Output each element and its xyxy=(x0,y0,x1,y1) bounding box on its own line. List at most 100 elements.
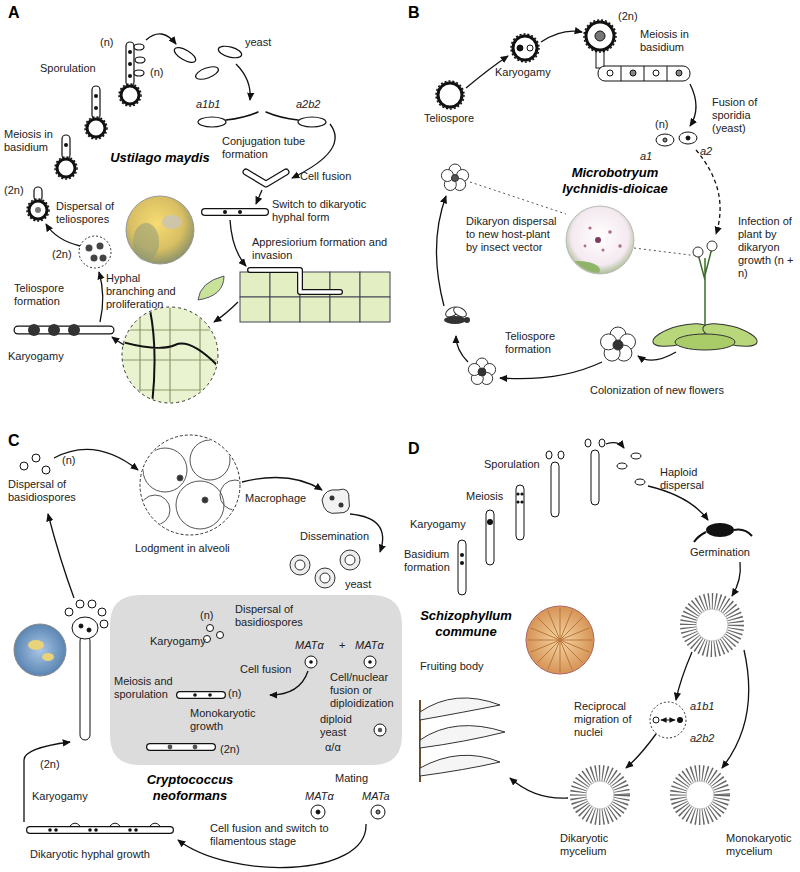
band-drawing xyxy=(374,724,386,736)
cycle-arrow xyxy=(256,190,262,204)
yeast-cell xyxy=(194,64,220,82)
nucleus xyxy=(128,62,132,66)
dikaryotic-hypha xyxy=(48,828,52,832)
mating-cell xyxy=(311,805,325,819)
nucleus xyxy=(94,94,98,98)
nucleus xyxy=(520,492,523,495)
cycle-arrow xyxy=(230,220,246,266)
mycelium-colony xyxy=(586,781,614,809)
cycle-arrow xyxy=(292,124,335,178)
infected-tissue-inset xyxy=(122,310,218,405)
teliospore xyxy=(29,201,47,219)
cycle-arrow xyxy=(46,224,80,246)
stage-label: (n) xyxy=(150,66,163,79)
photo-cryptococcus xyxy=(28,640,44,650)
basidiospore xyxy=(42,466,50,474)
band-drawing xyxy=(207,625,214,632)
basidium xyxy=(486,510,494,565)
plant-cells xyxy=(270,297,300,322)
capsulated-yeast xyxy=(345,555,355,565)
fruiting-body xyxy=(420,698,500,720)
hypha xyxy=(246,172,286,184)
band-drawing xyxy=(180,691,222,699)
stage-label: Hyphal branching and proliferation xyxy=(106,272,190,311)
alveoli-inset xyxy=(140,435,250,535)
cycle-arrow xyxy=(146,34,176,44)
teliospore xyxy=(517,45,523,51)
band-drawing xyxy=(193,693,197,697)
stage-label: Dikaryon dispersal to new host-plant by … xyxy=(466,215,558,254)
host-plant xyxy=(675,334,735,350)
stage-label: Meiosis in basidium xyxy=(4,128,66,154)
dikaryotic-hypha xyxy=(70,823,160,826)
stage-label: (2n) xyxy=(4,184,24,197)
plant-cells xyxy=(360,297,390,322)
stage-label: Reciprocal migration of nuclei xyxy=(574,700,648,739)
stage-label: Monokaryotic growth xyxy=(190,707,265,733)
allele-label: a1 xyxy=(640,150,652,163)
leaf-icon xyxy=(198,276,224,300)
species-name: Ustilago maydis xyxy=(110,150,210,166)
basidium xyxy=(88,600,96,608)
cycle-arrow xyxy=(732,562,740,596)
nucleus xyxy=(520,500,523,503)
basidium xyxy=(98,608,106,616)
allele-label: a2 xyxy=(700,145,712,158)
yeast-cell xyxy=(298,117,326,127)
photo-corn-smut xyxy=(126,196,194,264)
stage-label: (n) xyxy=(200,609,213,622)
band-drawing xyxy=(217,632,224,639)
dotted-link xyxy=(634,248,698,256)
alveoli-inset xyxy=(140,495,170,525)
teliospore xyxy=(584,20,616,52)
plant-cells xyxy=(360,272,390,297)
appressorium-hypha xyxy=(250,270,340,292)
stage-label: Switch to dikaryotic hyphal form xyxy=(272,198,382,224)
hypha xyxy=(205,208,265,216)
alveoli-inset xyxy=(190,440,230,480)
nucleus xyxy=(516,492,519,495)
nucleus xyxy=(238,210,242,214)
basidium xyxy=(546,451,552,459)
capsulated-yeast xyxy=(320,573,330,583)
basidium-tubes xyxy=(34,42,145,201)
band-drawing xyxy=(364,656,376,668)
germinating-spore xyxy=(706,523,734,537)
teliospore-inset xyxy=(79,236,111,268)
photo-campion-flower xyxy=(608,230,612,234)
stage-label: Cell fusion xyxy=(300,170,351,183)
allele-label: MATa xyxy=(362,790,390,803)
mycelium-colony xyxy=(696,609,728,641)
promycelium xyxy=(621,66,667,81)
band-drawing xyxy=(150,744,212,750)
teliospore xyxy=(511,34,539,62)
yeast-cell xyxy=(172,44,326,127)
cycle-arrow xyxy=(690,84,696,126)
stage-label: Macrophage xyxy=(245,492,306,505)
stage-label: Karyogamy xyxy=(150,635,206,648)
basidiospore xyxy=(32,454,40,462)
dikaryotic-hypha xyxy=(30,823,170,832)
photo-corn-smut xyxy=(126,196,194,264)
alveoli-inset xyxy=(143,448,187,492)
alveoli-inset xyxy=(140,435,240,535)
basidium-tubes xyxy=(92,86,100,119)
nucleus xyxy=(460,553,464,557)
nucleus xyxy=(223,210,227,214)
appressorium-hypha xyxy=(250,270,340,292)
cycle-arrow xyxy=(436,31,720,379)
promycelium xyxy=(653,70,659,76)
stage-label: Cell fusion xyxy=(240,663,291,676)
stage-label: (2n) xyxy=(52,248,72,261)
stage-label: (n) xyxy=(228,687,241,700)
cycle-arrow xyxy=(606,443,624,448)
band-drawing xyxy=(180,692,222,698)
basidium-tubes xyxy=(62,135,70,159)
photo-campion-flower xyxy=(556,261,600,279)
stage-label: Colonization of new flowers xyxy=(590,384,724,397)
flower xyxy=(478,368,486,376)
dikaryotic-hypha xyxy=(134,828,138,832)
flower xyxy=(613,340,623,350)
stage-label: Basidium formation xyxy=(404,548,456,574)
stage-label: Teliospore formation xyxy=(505,330,583,356)
